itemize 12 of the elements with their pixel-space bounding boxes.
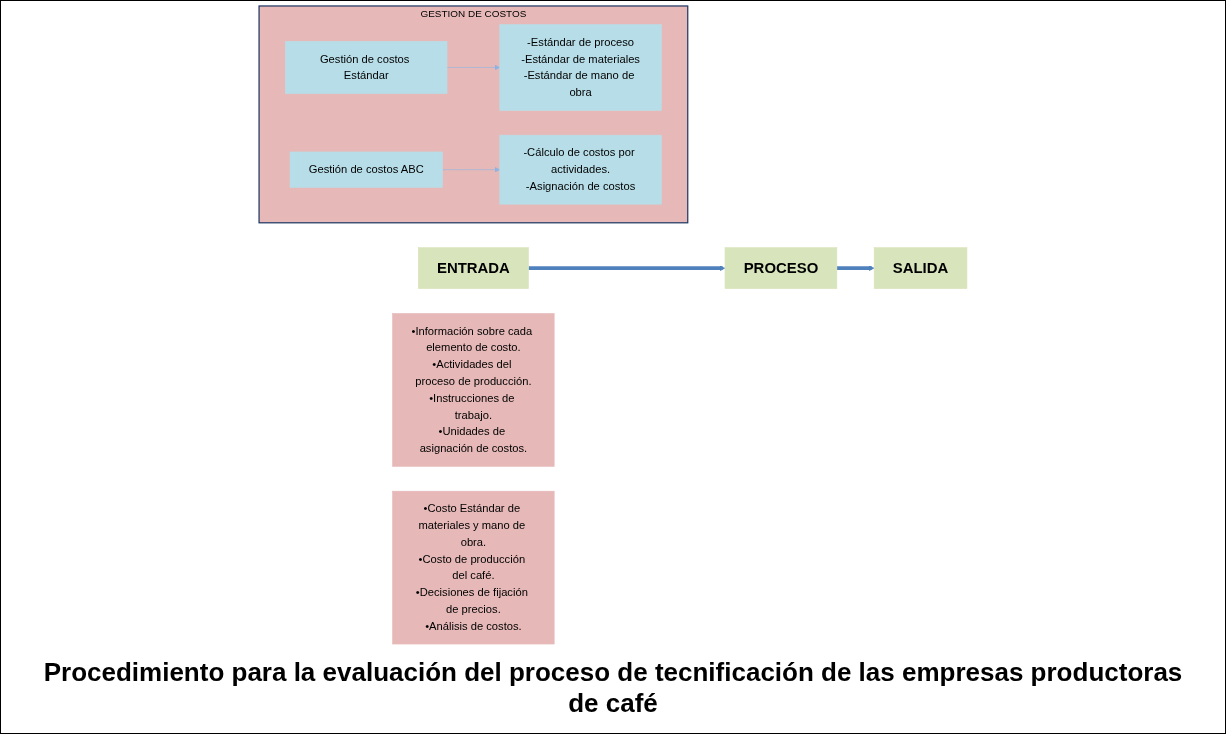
arrow [836, 265, 875, 271]
node-box: -Estándar de proceso -Estándar de materiales -Estándar de mano de obra [499, 24, 662, 111]
arrow [528, 265, 726, 271]
node-box: Gestión de costos ABC [289, 151, 443, 188]
node-box: •Información sobre cada elemento de costo. •Actividades del proceso de producción. •Instrucciones de trabajo. •Unidades de asignación de costos. [392, 313, 555, 467]
node-box: ENTRADA [418, 247, 529, 289]
node-box: Gestión de costos Estándar [285, 41, 448, 94]
node-box: •Costo Estándar de materiales y mano de obra. •Costo de producción del café. •Decisiones de fijación de precios. •Análisis de costos. [392, 490, 555, 645]
caption: Procedimiento para la evaluación del proceso de tecnificación de las empresas productoras de café [42, 657, 1184, 719]
node-box: -Cálculo de costos por actividades. -Asignación de costos [499, 134, 662, 205]
node-box: PROCESO [724, 247, 838, 289]
node-box: SALIDA [873, 247, 968, 289]
